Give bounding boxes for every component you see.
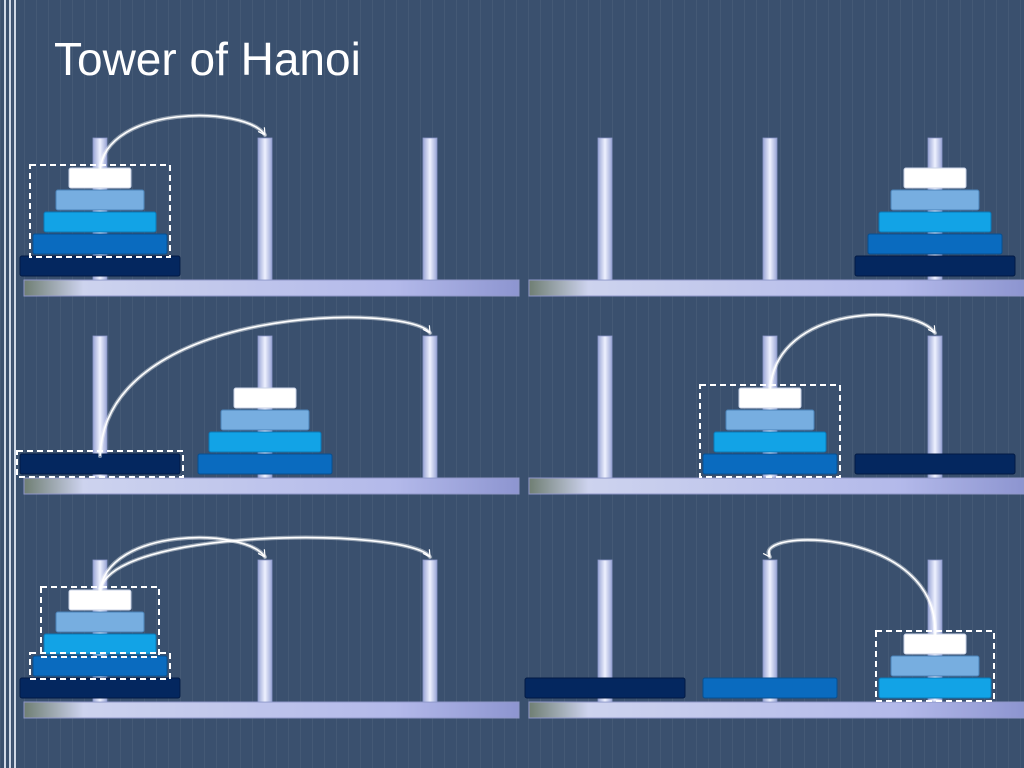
panel-top-right <box>528 137 1024 297</box>
disk-5 <box>854 453 1016 475</box>
peg <box>257 137 273 281</box>
disk-3 <box>208 431 322 453</box>
slide-title: Tower of Hanoi <box>54 33 361 85</box>
peg <box>422 335 438 479</box>
base-shelf <box>528 279 1024 297</box>
disk-3 <box>713 431 827 453</box>
move-arrow <box>99 114 266 171</box>
move-arrow <box>769 314 936 391</box>
selection-box <box>875 630 995 702</box>
disk-2 <box>55 611 145 633</box>
disk-5 <box>19 255 181 277</box>
disk-4 <box>32 233 168 255</box>
base-shelf <box>528 701 1024 719</box>
disk-4 <box>197 453 333 475</box>
peg <box>927 335 943 479</box>
selection-box <box>40 586 160 658</box>
move-arrow-shadow <box>98 113 267 172</box>
base-shelf <box>528 477 1024 495</box>
base-shelf <box>23 279 520 297</box>
move-arrow <box>99 316 431 457</box>
disk-3 <box>43 211 157 233</box>
peg <box>762 137 778 281</box>
left-border-line <box>9 0 11 768</box>
peg <box>257 559 273 703</box>
disk-3 <box>43 633 157 655</box>
disk-3 <box>878 211 992 233</box>
disk-4 <box>702 677 838 699</box>
base-shelf <box>23 477 520 495</box>
move-arrow-shadow <box>766 538 938 638</box>
disk-2 <box>220 409 310 431</box>
peg <box>597 559 613 703</box>
disk-4 <box>32 655 168 677</box>
disk-5 <box>524 677 686 699</box>
move-arrow <box>99 536 266 593</box>
panel-middle-right <box>528 312 1024 495</box>
peg <box>422 137 438 281</box>
panel-bottom-left <box>19 535 520 719</box>
disk-4 <box>867 233 1003 255</box>
disk-2 <box>725 409 815 431</box>
move-arrow-shadow <box>768 312 937 392</box>
selection-box <box>29 652 171 680</box>
disk-1 <box>233 387 297 409</box>
peg <box>597 335 613 479</box>
panel-top-left <box>19 113 520 297</box>
disk-5 <box>854 255 1016 277</box>
disk-4 <box>702 453 838 475</box>
peg <box>422 559 438 703</box>
disk-2 <box>55 189 145 211</box>
base-shelf <box>23 701 520 719</box>
disk-1 <box>903 167 967 189</box>
disk-2 <box>890 189 980 211</box>
panel-middle-left <box>16 315 520 495</box>
disk-5 <box>19 677 181 699</box>
move-arrow <box>762 539 936 637</box>
peg <box>762 559 778 703</box>
move-arrow <box>99 536 431 593</box>
panel-bottom-right <box>524 538 1024 719</box>
left-border-line <box>14 0 16 768</box>
left-border-line <box>4 0 6 768</box>
disk-2 <box>890 655 980 677</box>
peg <box>597 137 613 281</box>
disk-3 <box>878 677 992 699</box>
